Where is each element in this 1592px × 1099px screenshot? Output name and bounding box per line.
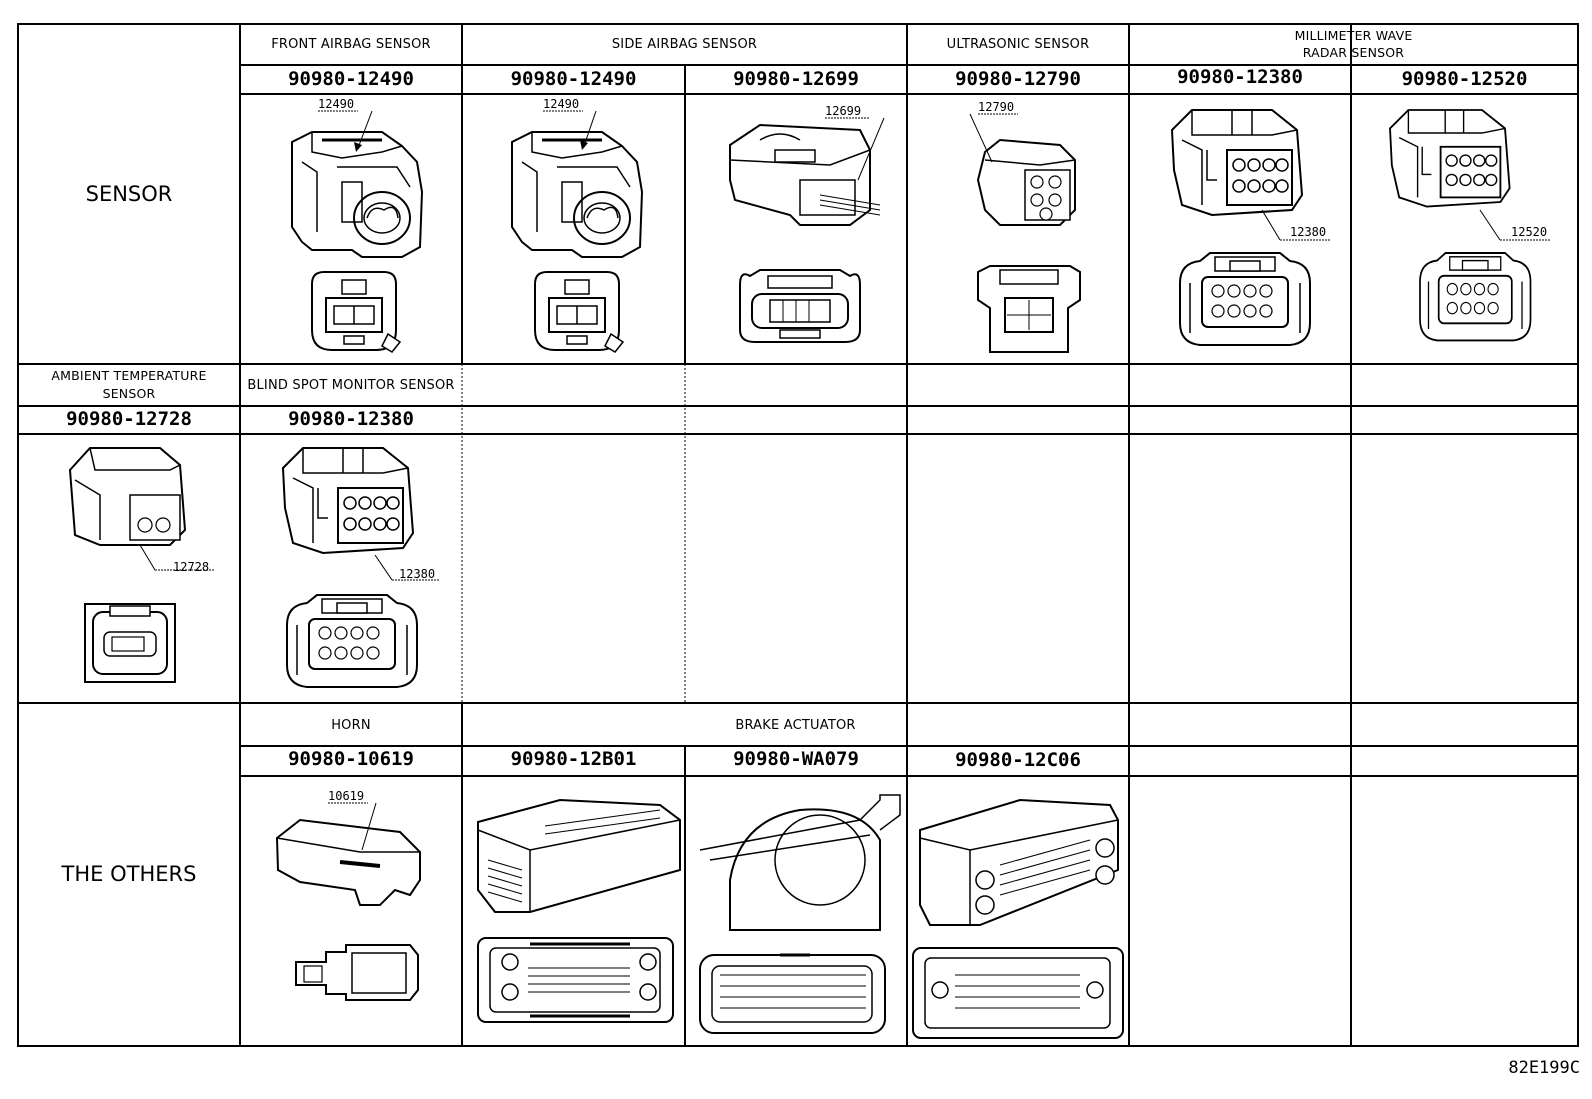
part-number: 90980-12490: [288, 68, 414, 90]
ultrasonic-title: ULTRASONIC SENSOR: [946, 37, 1090, 52]
category-sensor: SENSOR: [85, 182, 173, 206]
horn-connector-drawing: [275, 802, 421, 1001]
brake-12b01-connector-drawing: [477, 798, 681, 1023]
drawing-code: 82E199C: [1508, 1058, 1580, 1078]
part-number: 90980-WA079: [733, 748, 859, 770]
side-airbag-12699-drawing: [729, 117, 885, 343]
part-number: 90980-12380: [288, 408, 414, 430]
ambient-temperature-connector-drawing: [68, 447, 215, 683]
callout-label: 12699: [825, 104, 862, 118]
brake-12c06-connector-drawing: [912, 798, 1124, 1039]
callout-label: 12490: [543, 97, 580, 111]
callout-label: 12490: [318, 97, 355, 111]
part-number: 90980-12C06: [955, 749, 1081, 771]
mmwave-12520-connector-drawing: [1389, 109, 1550, 342]
category-the-others: THE OTHERS: [61, 862, 197, 886]
part-number: 90980-12380: [1177, 66, 1303, 88]
mmwave-title-1: MILLIMETER WAVE: [1294, 28, 1413, 43]
part-number: 90980-12520: [1401, 68, 1528, 90]
part-number: 90980-12490: [510, 68, 637, 90]
front-airbag-connector-drawing: [290, 110, 424, 353]
mmwave-title-2: RADAR SENSOR: [1302, 45, 1405, 60]
callout-label: 12520: [1511, 225, 1548, 239]
ultrasonic-connector-drawing: [969, 113, 1081, 353]
mmwave-12380-connector-drawing: [1171, 109, 1330, 346]
blind-spot-title: BLIND SPOT MONITOR SENSOR: [247, 378, 455, 393]
brake-actuator-title: BRAKE ACTUATOR: [735, 718, 856, 733]
callout-label: 12380: [399, 567, 436, 581]
side-airbag-title: SIDE AIRBAG SENSOR: [611, 37, 758, 52]
callout-label: 10619: [328, 789, 365, 803]
front-airbag-title: FRONT AIRBAG SENSOR: [271, 37, 431, 52]
part-number: 90980-12790: [955, 68, 1081, 90]
part-number: 90980-12728: [66, 408, 192, 430]
part-number: 90980-12699: [733, 68, 859, 90]
ambient-title-2: SENSOR: [102, 386, 156, 401]
horn-title: HORN: [331, 718, 371, 733]
callout-label: 12380: [1290, 225, 1327, 239]
brake-wa079-connector-drawing: [699, 794, 901, 1034]
part-number: 90980-12B01: [510, 748, 637, 770]
side-airbag-connector-drawing: [510, 110, 644, 353]
part-number: 90980-10619: [288, 748, 414, 770]
ambient-title-1: AMBIENT TEMPERATURE: [51, 368, 207, 383]
callout-label: 12790: [978, 100, 1015, 114]
blind-spot-connector-drawing: [282, 447, 440, 688]
